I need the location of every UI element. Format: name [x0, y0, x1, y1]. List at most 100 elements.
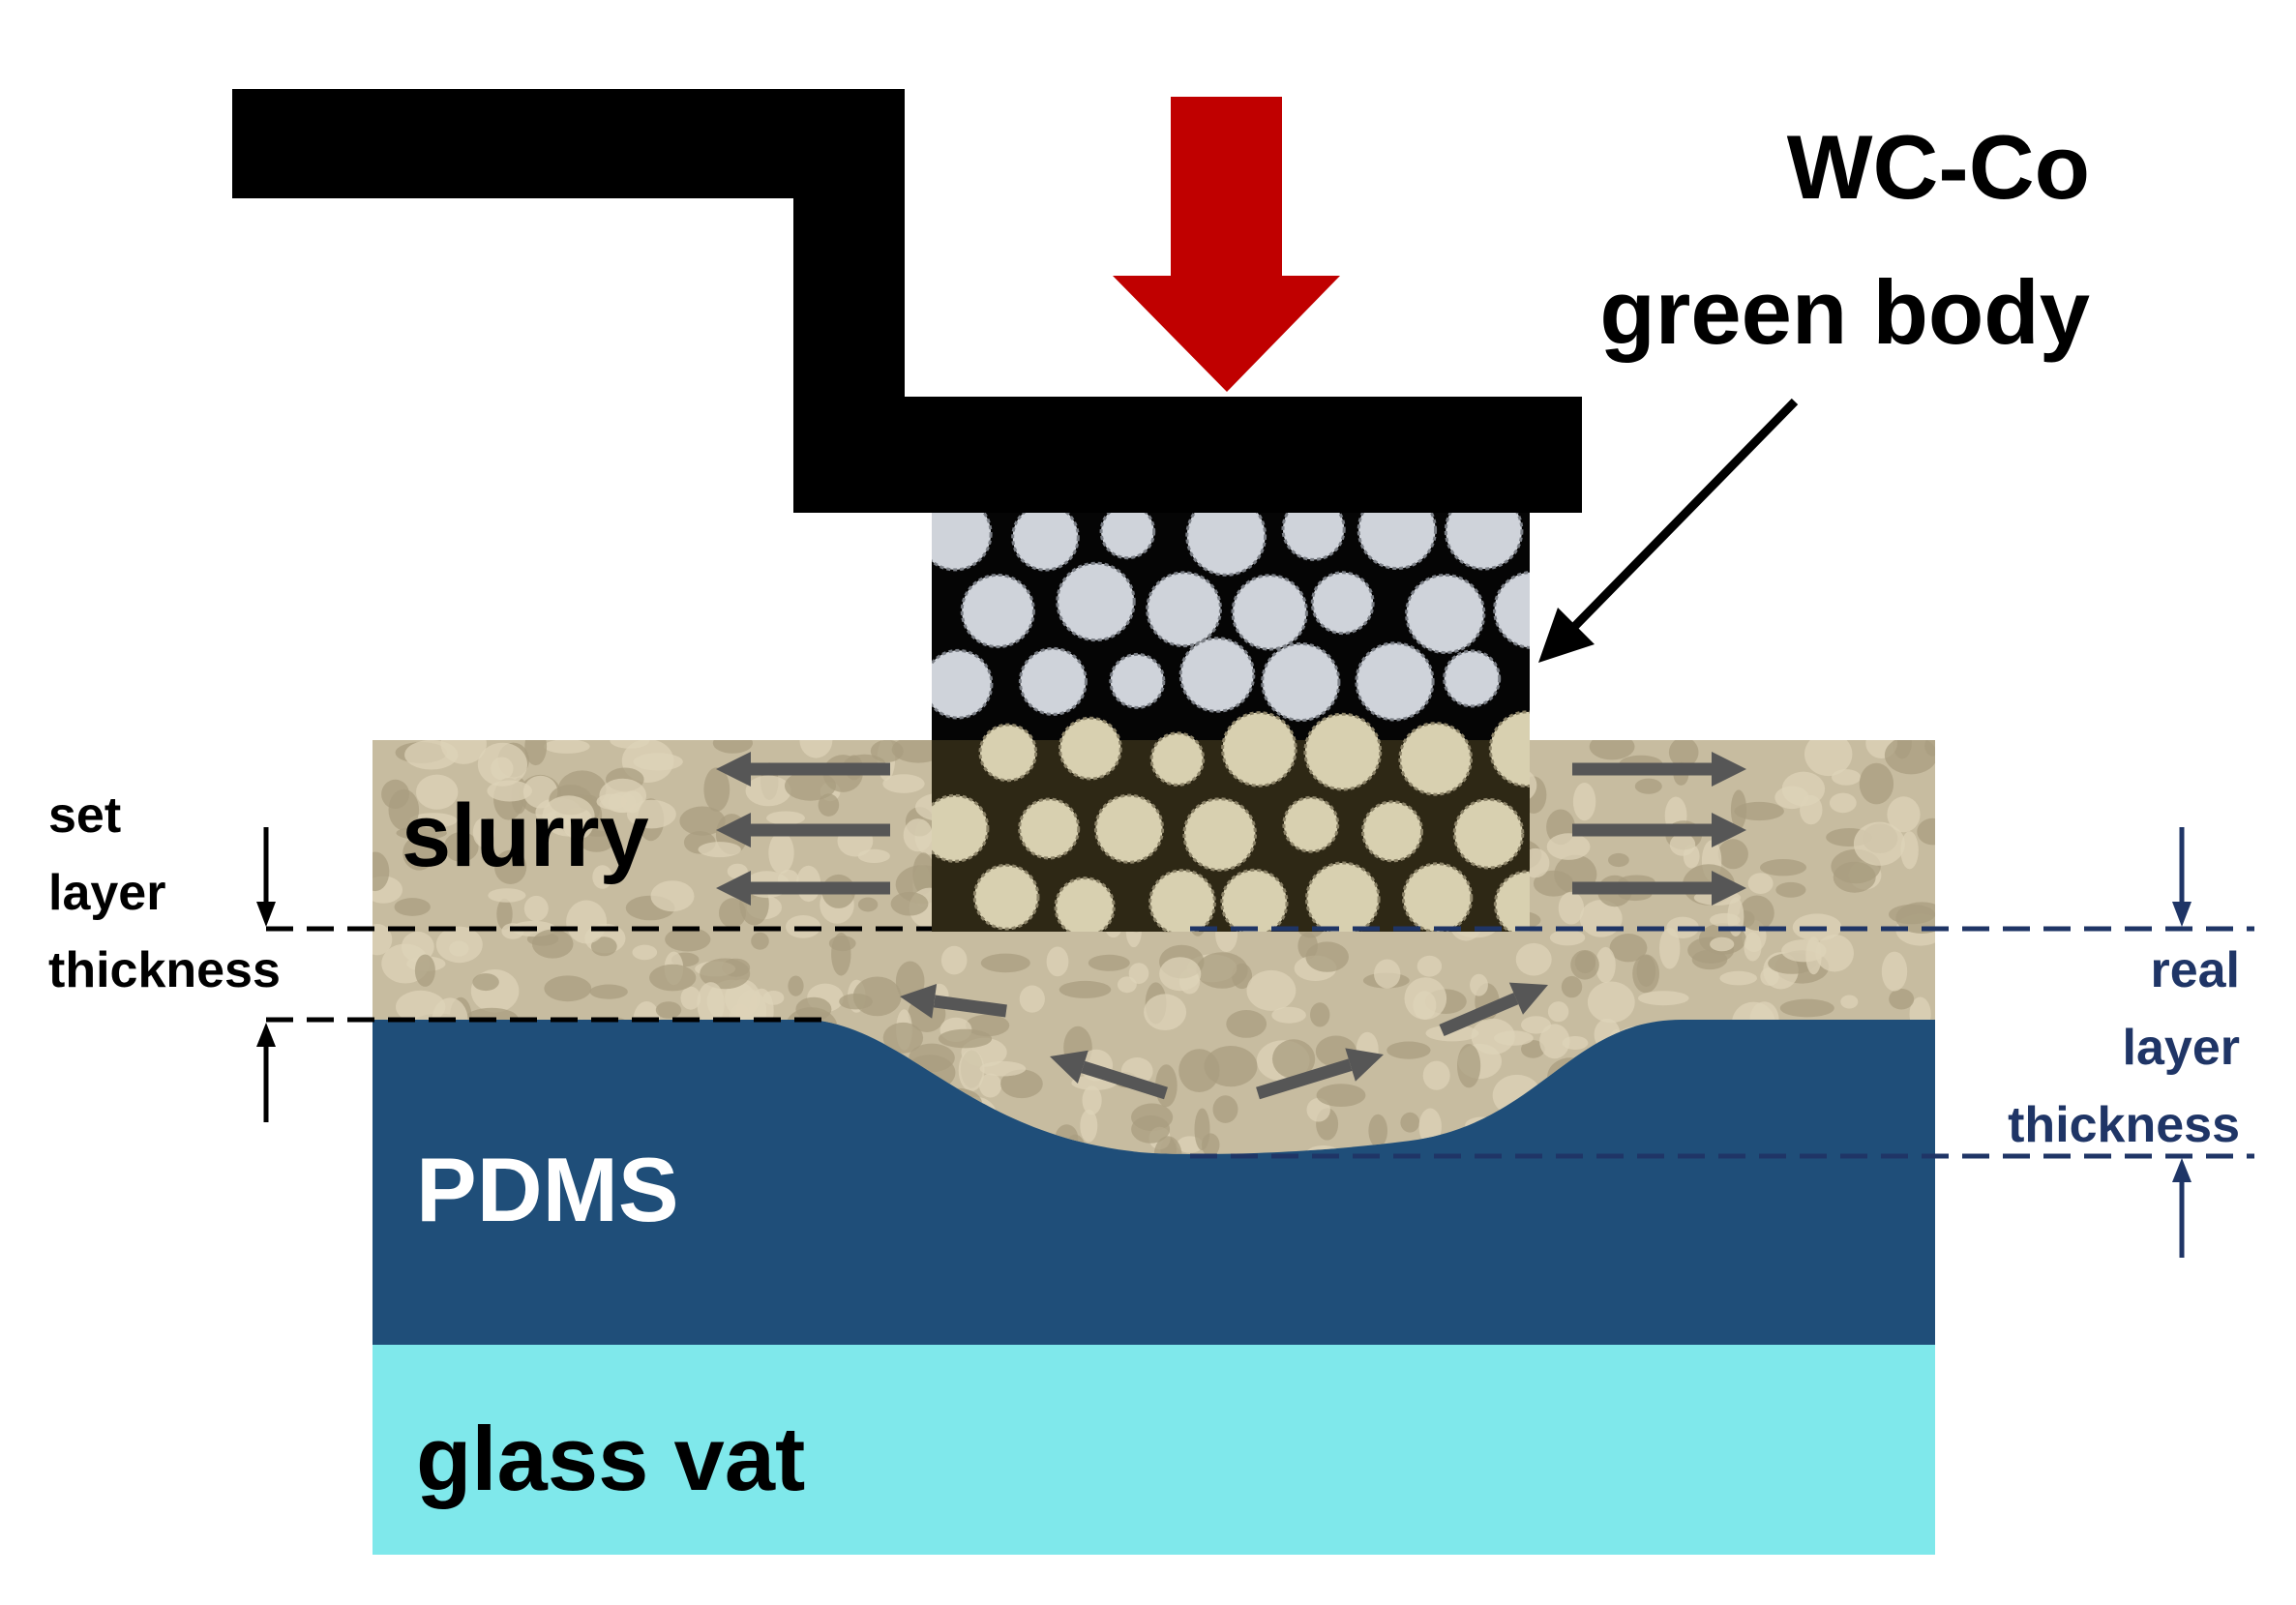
wetted-powder-granule	[1401, 862, 1474, 932]
slurry-particle	[891, 740, 945, 763]
slurry-particle	[1815, 934, 1854, 972]
slurry-particle	[409, 813, 458, 828]
slurry-particle	[1315, 1035, 1357, 1067]
slurry-particle	[596, 793, 627, 810]
slurry-particle	[745, 775, 791, 807]
slurry-particle	[1710, 912, 1741, 928]
slurry-particle	[1387, 1041, 1431, 1059]
slurry-particle	[592, 865, 612, 889]
slurry-particle	[1889, 904, 1935, 925]
powder-granule	[932, 648, 994, 720]
slurry-particle	[1159, 957, 1202, 992]
slurry-particle	[655, 1001, 682, 1019]
slurry-particle	[1271, 1006, 1306, 1024]
real-thickness-label-line1: real	[2150, 942, 2240, 998]
slurry-particle	[1634, 778, 1662, 794]
slurry-particle	[980, 953, 1030, 973]
slurry-particle	[751, 932, 769, 950]
wetted-powder-granule	[1452, 797, 1525, 870]
flow-arrow-head	[1712, 871, 1746, 906]
slurry-particle	[1747, 873, 1774, 894]
slurry-particle	[610, 740, 650, 749]
slurry-particle	[719, 898, 746, 929]
powder-granule	[1493, 571, 1530, 649]
slurry-particle	[1178, 1049, 1220, 1092]
slurry-particle	[700, 958, 751, 990]
slurry-particle	[1196, 952, 1248, 989]
real-thickness-label-line2: layer	[2123, 1020, 2240, 1076]
slurry-particle	[940, 945, 968, 975]
slurry-particle	[1374, 959, 1401, 989]
slurry-particle	[1305, 941, 1349, 972]
slurry-particle	[1659, 928, 1681, 969]
slurry-particle	[627, 799, 676, 829]
slurry-particle	[698, 842, 741, 858]
slurry-particle	[1668, 740, 1699, 767]
set-thickness-label-line1: set	[48, 788, 121, 844]
slurry-particle	[890, 891, 929, 916]
flow-arrow-head	[1712, 752, 1746, 787]
slurry-particle	[870, 740, 904, 763]
slurry-particle	[449, 940, 469, 957]
slurry-particle	[544, 740, 590, 754]
slurry-particle	[979, 1060, 1027, 1077]
powder-granule	[1185, 513, 1267, 577]
powder-granule	[1443, 649, 1502, 708]
powder-granule	[1056, 561, 1136, 642]
slurry-particle	[766, 811, 805, 825]
slurry-particle	[1608, 852, 1629, 868]
slurry-particle	[1804, 740, 1853, 777]
slurry-particle	[1316, 1084, 1366, 1107]
slurry-particle	[1734, 801, 1784, 821]
slurry-particle	[665, 927, 711, 952]
slurry-particle	[1470, 973, 1488, 996]
powder-granule	[1231, 574, 1308, 651]
slurry-particle	[416, 774, 459, 810]
wetted-powder-granule	[1018, 797, 1081, 860]
slurry-particle	[1547, 1001, 1569, 1023]
slurry-particle	[1829, 792, 1857, 814]
slurry-particle	[852, 976, 902, 1017]
slurry-particle	[1118, 976, 1137, 994]
slurry-particle	[650, 880, 695, 912]
slurry-particle	[1917, 817, 1935, 846]
slurry-particle	[1833, 861, 1876, 893]
pdms-label: PDMS	[416, 1139, 679, 1240]
slurry-particle	[1589, 740, 1635, 760]
slurry-particle	[1744, 932, 1762, 962]
wetted-powder-granule	[1148, 869, 1216, 932]
glass-vat	[373, 1345, 1935, 1555]
slurry-particle	[496, 898, 513, 931]
flow-arrow-head	[1345, 1048, 1384, 1082]
slurry-particle	[542, 795, 595, 837]
slurry-particle	[1246, 969, 1297, 1011]
slurry-particle	[831, 933, 851, 976]
slurry-particle	[1153, 1136, 1182, 1154]
powder-granule	[1018, 646, 1088, 716]
flow-arrow-shaft	[1256, 1058, 1353, 1100]
set-thickness-up-arrowhead	[256, 1023, 276, 1047]
slurry-flow-arrows	[716, 752, 1746, 1100]
slurry-particle	[1775, 881, 1806, 898]
slurry-particle	[857, 848, 890, 864]
slurry-particle	[1609, 934, 1648, 963]
powder-granule	[960, 573, 1035, 649]
slurry-particle	[472, 817, 494, 847]
slurry-particle	[373, 924, 393, 956]
glass-vat-label: glass vat	[416, 1408, 805, 1509]
slurry-particle	[938, 1028, 993, 1049]
slurry-particle	[1719, 970, 1757, 986]
powder-granule	[1109, 652, 1166, 709]
slurry-particle	[785, 770, 836, 801]
slurry-particle	[1082, 1085, 1102, 1115]
wetted-powder-granule	[1305, 861, 1381, 932]
slurry-particle	[1638, 991, 1689, 1006]
slurry-particle	[1306, 1097, 1330, 1122]
slurry-particle	[1422, 1060, 1450, 1090]
slurry-particle	[1088, 954, 1130, 971]
slurry-label: slurry	[402, 787, 649, 885]
slurry-particle	[1710, 936, 1735, 952]
slurry-particle	[958, 1049, 985, 1091]
wetted-powder-granule	[1054, 877, 1116, 932]
